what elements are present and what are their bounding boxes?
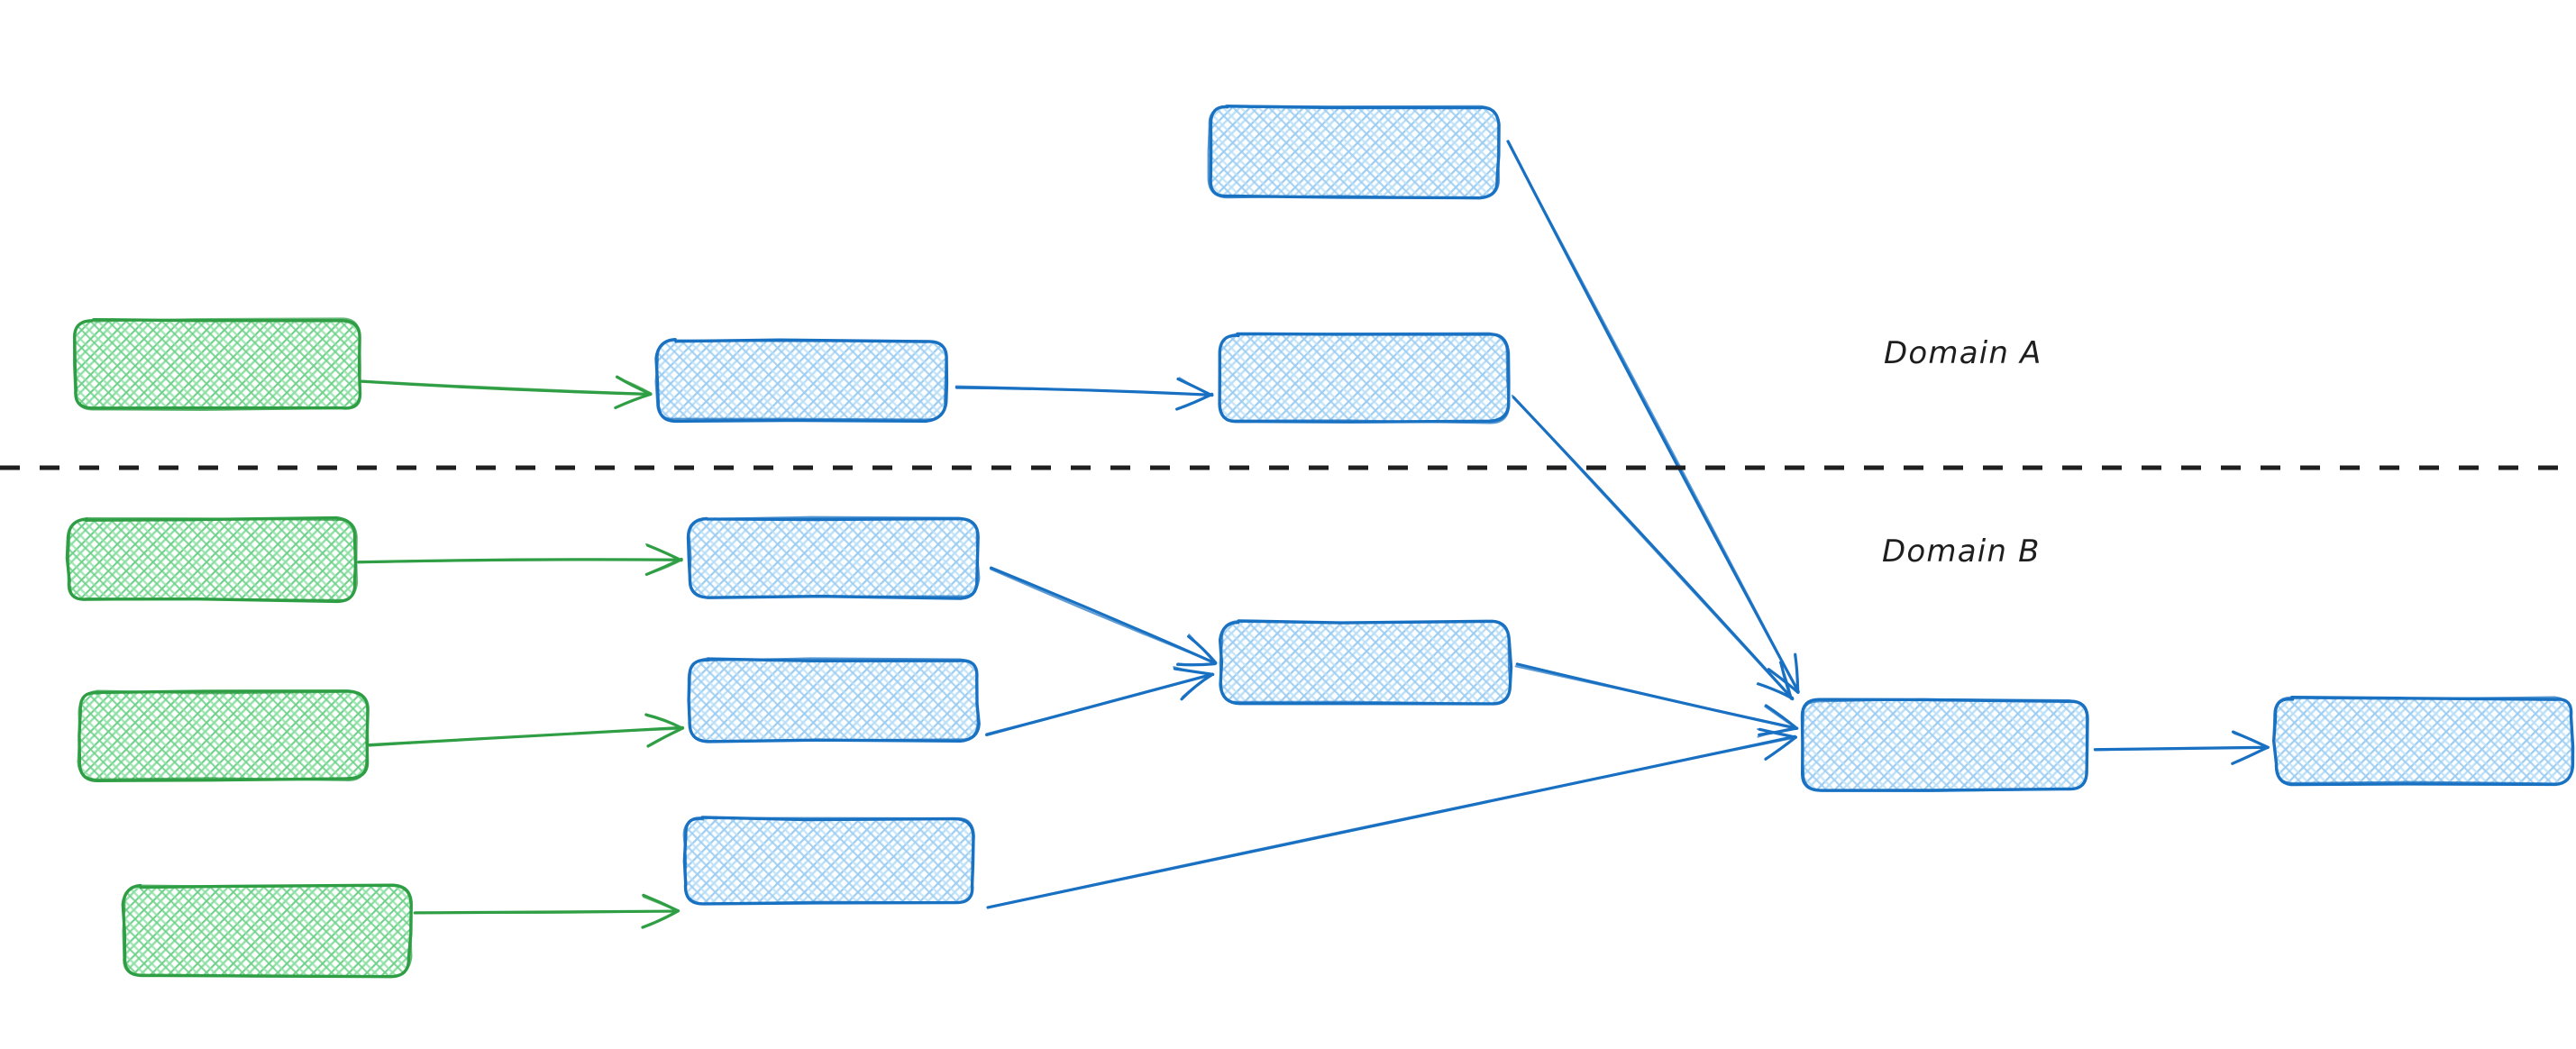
edge-arrowhead — [1757, 726, 1798, 738]
node-fill-hatch-b — [656, 340, 946, 421]
edge-shaft — [987, 736, 1797, 908]
edge-arrowhead — [1173, 666, 1214, 676]
edge-shaft — [360, 379, 652, 395]
edge-shaft — [2094, 746, 2269, 752]
edge-e-b-src2-proc2 — [368, 713, 685, 748]
domain-b-label: Domain B — [1882, 534, 2041, 570]
edge-e-a-proc3-merge2 — [1506, 140, 1800, 694]
node-outline — [122, 884, 413, 978]
node-b-sink[interactable] — [2271, 696, 2575, 787]
edge-arrowhead — [1764, 736, 1797, 760]
edge-shaft — [1514, 665, 1797, 729]
edge-arrowhead — [1178, 377, 1214, 397]
edge-e-b-merge1-merge2 — [1514, 662, 1799, 738]
edge-arrowhead — [2233, 732, 2269, 750]
node-b-merge-1[interactable] — [1218, 619, 1513, 706]
node-outline — [682, 816, 975, 905]
node-b-proc-2[interactable] — [687, 657, 981, 743]
edge-shaft — [1511, 394, 1793, 700]
node-b-src-3[interactable] — [121, 883, 413, 979]
edge-e-a-proc1-proc2 — [955, 377, 1214, 411]
node-fill-hatch-b — [2274, 698, 2573, 784]
edge-arrowhead — [1176, 661, 1217, 666]
node-fill-hatch-b — [1219, 333, 1509, 423]
domain-a-label: Domain A — [1884, 335, 2042, 371]
edge-arrowhead — [648, 727, 683, 747]
node-b-src-2[interactable] — [77, 689, 370, 782]
node-fill-hatch-b — [1802, 699, 2087, 791]
node-a-proc-1[interactable] — [654, 338, 949, 424]
node-b-merge-2[interactable] — [1800, 698, 2089, 792]
edge-arrowhead — [645, 559, 683, 576]
edge-shaft — [1506, 140, 1800, 694]
edge-e-b-src3-proc3 — [413, 893, 681, 929]
node-fill-hatch-b — [690, 659, 979, 742]
node-a-src-1[interactable] — [72, 317, 362, 412]
node-fill-hatch-b — [68, 518, 357, 601]
node-b-proc-3[interactable] — [682, 816, 975, 906]
edge-arrowhead — [1756, 683, 1793, 700]
edge-arrowhead — [1181, 672, 1213, 698]
edge-shaft — [415, 909, 679, 915]
node-outline — [654, 339, 947, 421]
edge-arrowhead — [645, 715, 683, 730]
node-layer — [65, 105, 2575, 979]
edge-layer — [357, 140, 2270, 929]
edge-arrowhead — [1778, 661, 1793, 699]
edge-e-b-src1-proc1 — [357, 543, 683, 577]
edge-arrowhead — [1764, 705, 1797, 729]
edge-arrowhead — [1188, 634, 1217, 665]
node-fill-hatch-b — [1220, 621, 1511, 704]
node-outline — [67, 516, 359, 602]
edge-arrowhead — [642, 910, 679, 929]
edge-arrowhead — [1794, 654, 1800, 693]
edge-arrowhead — [642, 896, 679, 912]
node-outline — [1219, 620, 1512, 705]
node-outline — [687, 657, 979, 743]
node-outline — [688, 515, 981, 598]
edge-shaft — [357, 559, 682, 564]
node-b-proc-1[interactable] — [686, 515, 981, 600]
node-outline — [2272, 696, 2573, 785]
edge-e-b-proc2-merge1 — [984, 666, 1215, 737]
edge-arrowhead — [2231, 746, 2270, 764]
edge-e-b-proc1-merge1 — [989, 566, 1218, 667]
edge-arrowhead — [644, 543, 683, 561]
edge-shaft — [955, 385, 1213, 397]
edge-e-a-src1-proc1 — [360, 375, 653, 410]
node-fill-hatch-b — [79, 691, 368, 780]
edge-e-a-proc2-merge2 — [1511, 394, 1795, 701]
edge-arrowhead — [1768, 669, 1800, 694]
edge-arrowhead — [1175, 394, 1213, 410]
node-outline — [1218, 332, 1511, 424]
edge-shaft — [368, 727, 684, 747]
node-outline — [1207, 105, 1501, 200]
node-a-proc-3[interactable] — [1207, 105, 1501, 200]
edge-arrowhead — [616, 376, 653, 395]
node-a-proc-2[interactable] — [1218, 332, 1511, 424]
node-fill-hatch-b — [123, 885, 411, 977]
node-outline — [72, 317, 361, 412]
node-outline — [77, 689, 370, 781]
node-fill-hatch-b — [74, 319, 361, 409]
node-fill-hatch-b — [1209, 105, 1499, 197]
edge-shaft — [985, 673, 1214, 735]
node-fill-hatch-b — [684, 817, 974, 904]
edge-e-b-merge2-sink — [2093, 730, 2270, 765]
edge-e-b-proc3-merge2 — [986, 727, 1798, 909]
node-fill-hatch-b — [689, 517, 979, 598]
edge-shaft — [990, 568, 1217, 664]
node-outline — [1801, 698, 2088, 792]
node-b-src-1[interactable] — [65, 515, 359, 604]
edge-arrowhead — [616, 392, 652, 408]
edge-arrowhead — [1757, 728, 1797, 739]
